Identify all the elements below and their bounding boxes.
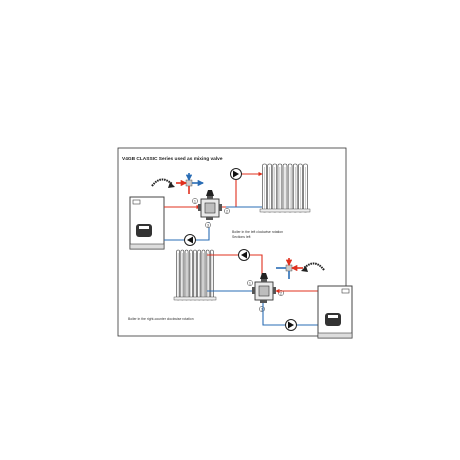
pump-icon-top-supply: [230, 168, 242, 180]
pump-icon-top-return: [184, 234, 196, 246]
pump-icon-bottom-supply: [238, 249, 250, 261]
caption-top-line1: Boiler in the left clockwise rotation: [232, 230, 283, 234]
boiler-return-bottom: [262, 303, 318, 326]
caption-top-line2: Sections left: [232, 235, 251, 239]
rotation-arrow-icon-bottom: [301, 262, 325, 272]
svg-text:3: 3: [207, 224, 209, 228]
radiator-base: [173, 296, 217, 301]
pump-icon-bottom-return: [285, 319, 297, 331]
bottom-schematic: 1 2 3: [128, 249, 353, 339]
svg-text:1: 1: [194, 200, 196, 204]
boiler-icon-top: [129, 196, 165, 250]
svg-text:1: 1: [249, 282, 251, 286]
svg-text:3: 3: [261, 308, 263, 312]
mixing-valve-icon-top: [198, 190, 222, 220]
diagram-title: V4GB CLASSIC Series used as mixing valve: [122, 156, 223, 162]
port-labels-top: 1 2 3: [192, 198, 230, 228]
radiator-icon-top: [259, 163, 311, 213]
return-pipe-top: [164, 222, 210, 241]
radiator-icon-bottom: [173, 249, 217, 301]
flow-direction-icon-bottom: [276, 258, 303, 279]
svg-text:2: 2: [280, 292, 282, 296]
port-labels-bottom: 1 2 3: [247, 280, 284, 312]
boiler-icon-bottom: [317, 285, 353, 339]
svg-text:2: 2: [226, 210, 228, 214]
radiator-base: [259, 208, 311, 213]
top-schematic: 1 2 3 Boiler: [129, 163, 311, 250]
diagram-frame: [117, 147, 347, 337]
rotation-arrow-icon-top: [151, 178, 175, 188]
flow-direction-icon-top: [176, 173, 205, 194]
caption-bottom: Boiler in the right-counter clockwise ro…: [128, 317, 194, 321]
supply-pipe-bottom: [207, 254, 263, 278]
supply-to-radiator-top: [222, 171, 263, 208]
mixing-valve-icon-bottom: [252, 273, 276, 303]
